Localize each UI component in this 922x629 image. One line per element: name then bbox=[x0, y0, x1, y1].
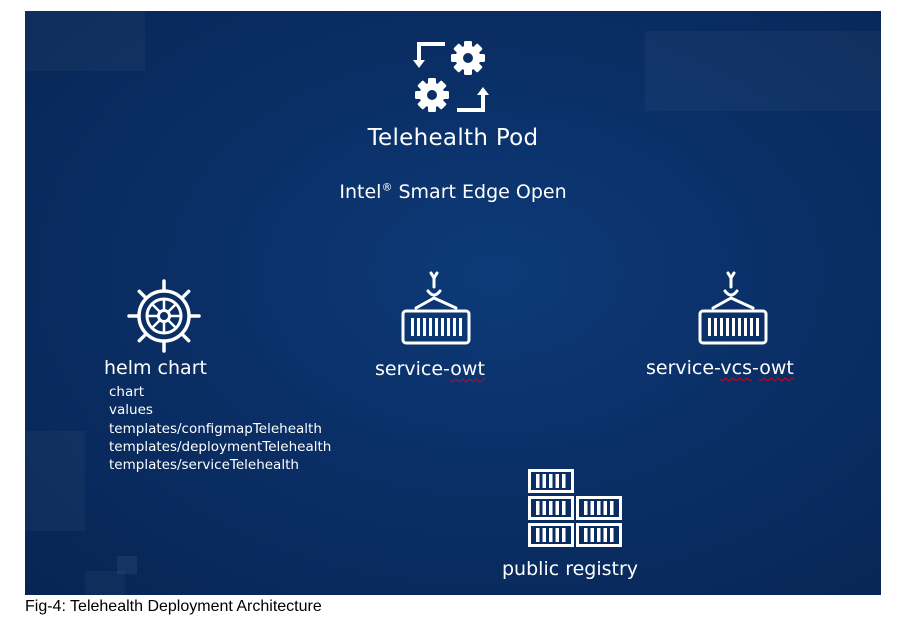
platform-name-rest: Smart Edge Open bbox=[392, 181, 567, 203]
diagram-slide: Telehealth Pod Intel® Smart Edge Open he… bbox=[25, 11, 881, 595]
service-vcs-label-prefix: service- bbox=[646, 357, 721, 379]
diagram-title: Telehealth Pod bbox=[367, 125, 539, 151]
helm-file-list: chart values templates/configmapTeleheal… bbox=[109, 383, 331, 474]
background-block bbox=[85, 571, 125, 595]
service-owt-label-suffix: owt bbox=[450, 358, 485, 380]
background-block bbox=[645, 31, 881, 111]
figure-caption: Fig-4: Telehealth Deployment Architectur… bbox=[25, 598, 322, 615]
helm-file-item: templates/deploymentTelehealth bbox=[109, 438, 332, 455]
background-block bbox=[117, 556, 137, 574]
service-owt-label-prefix: service- bbox=[375, 358, 451, 380]
platform-name-main: Intel bbox=[339, 181, 382, 203]
container-crane-icon bbox=[698, 271, 768, 345]
service-vcs-label-suffix: owt bbox=[759, 357, 794, 379]
helm-file-item: chart bbox=[109, 384, 145, 400]
helm-chart-label: helm chart bbox=[104, 357, 207, 379]
service-vcs-owt-label: service-vcs-owt bbox=[646, 357, 794, 379]
gears-cycle-icon bbox=[413, 41, 489, 112]
helm-file-item: templates/serviceTelehealth bbox=[109, 457, 299, 474]
public-registry-label: public registry bbox=[502, 558, 639, 580]
service-vcs-label-mid: vcs bbox=[720, 357, 752, 379]
service-vcs-label-sep: - bbox=[752, 357, 760, 379]
container-crane-icon bbox=[401, 271, 471, 345]
background-block bbox=[25, 11, 145, 71]
service-owt-label: service-owt bbox=[375, 358, 485, 380]
platform-name: Intel® Smart Edge Open bbox=[25, 181, 881, 203]
helm-file-item: values bbox=[109, 402, 153, 419]
container-stack-icon bbox=[528, 469, 622, 547]
helm-wheel-icon bbox=[127, 279, 201, 353]
helm-file-item: templates/configmapTelehealth bbox=[109, 420, 322, 437]
background-block bbox=[25, 431, 85, 531]
registered-mark: ® bbox=[381, 180, 393, 194]
